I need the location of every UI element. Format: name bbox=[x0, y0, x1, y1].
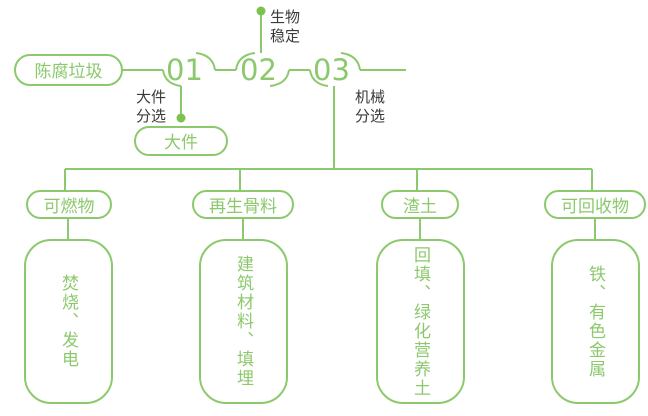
output-pill-label-4: 可回收物 bbox=[561, 197, 629, 217]
output-pill-shape-4 bbox=[544, 190, 646, 219]
treatment-box-shape-3 bbox=[376, 239, 465, 404]
treatment-text-1: 焚烧、发电 bbox=[58, 274, 78, 369]
stage-label-02: 生物 稳定 bbox=[270, 8, 301, 46]
treatment-box-3: 回填、绿化营养土 bbox=[377, 240, 464, 403]
output-pill-shape-1 bbox=[26, 190, 112, 219]
output-pill-label-1: 可燃物 bbox=[43, 197, 95, 217]
stage1-endpoint-dot bbox=[176, 113, 186, 123]
treatment-text-3: 回填、绿化营养土 bbox=[410, 245, 430, 398]
output-pill-shape-3 bbox=[381, 190, 459, 219]
source-node-label: 陈腐垃圾 bbox=[34, 62, 103, 82]
stage2-left-arc bbox=[235, 52, 256, 71]
treatment-box-2: 建筑材料、填埋 bbox=[200, 240, 287, 403]
treatment-text-2: 建筑材料、填埋 bbox=[233, 255, 253, 388]
treatment-box-shape-1 bbox=[24, 239, 113, 404]
byproduct-node-label: 大件 bbox=[164, 133, 198, 153]
stage-number-02: 02 bbox=[240, 53, 277, 87]
output-pill-label-2: 再生骨料 bbox=[209, 197, 277, 217]
stage-label-01: 大件 分选 bbox=[136, 88, 167, 126]
output-pill-label-3: 渣土 bbox=[403, 197, 437, 217]
treatment-box-shape-4 bbox=[551, 239, 640, 404]
treatment-box-shape-2 bbox=[199, 239, 288, 404]
treatment-box-1: 焚烧、发电 bbox=[25, 240, 112, 403]
stage1-left-arc bbox=[162, 69, 182, 87]
stage1-right-arc bbox=[195, 52, 216, 71]
treatment-text-4: 铁、有色金属 bbox=[585, 264, 605, 379]
stage-number-03: 03 bbox=[313, 53, 350, 87]
stage3-right-arc bbox=[340, 52, 361, 71]
stage3-left-arc bbox=[309, 69, 329, 87]
stage2-endpoint-dot bbox=[256, 6, 266, 16]
stage2-right-arc bbox=[269, 69, 290, 87]
output-pill-shape-2 bbox=[192, 190, 294, 219]
byproduct-pill-shape bbox=[134, 126, 228, 156]
stage-number-01: 01 bbox=[166, 53, 203, 87]
treatment-box-4: 铁、有色金属 bbox=[552, 240, 639, 403]
source-pill-shape bbox=[14, 54, 123, 86]
stage-label-03: 机械 分选 bbox=[355, 88, 386, 126]
